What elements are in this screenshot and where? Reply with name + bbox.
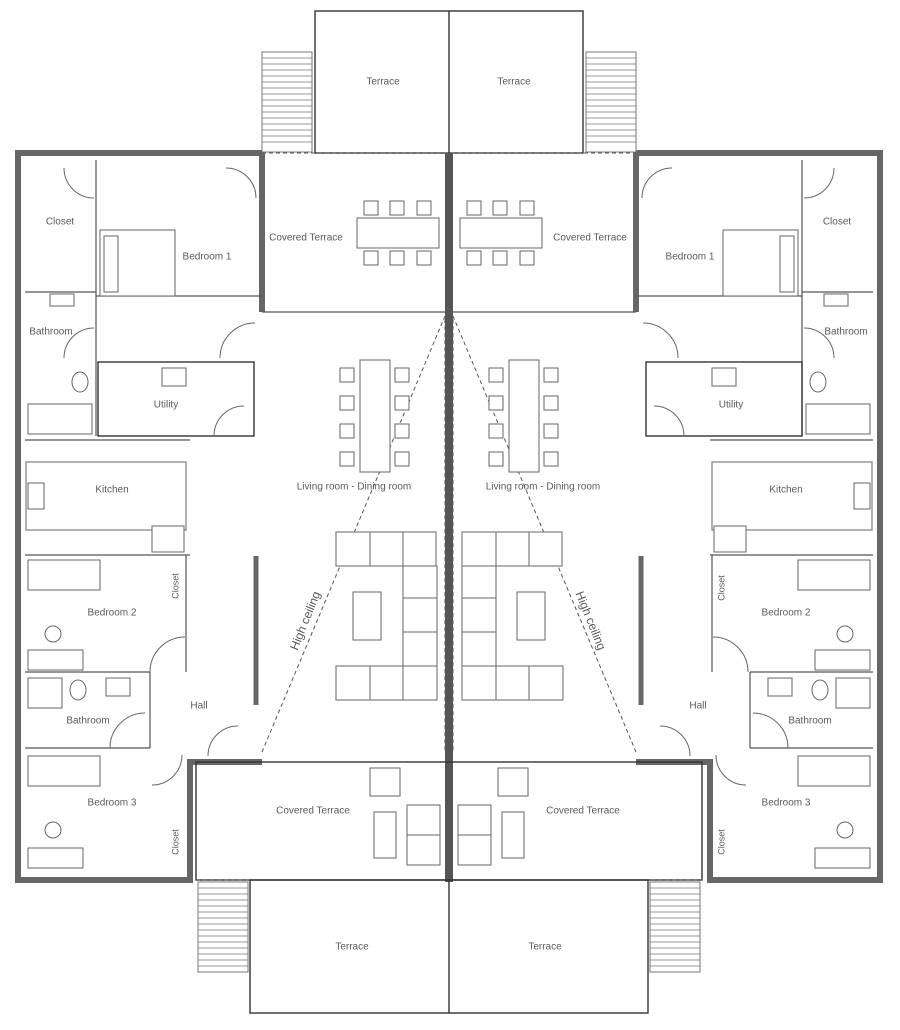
stairs-top-right	[585, 51, 637, 153]
label-terrace-top-left: Terrace	[366, 77, 400, 88]
bath-fixtures-top-left	[27, 293, 187, 435]
desk-chair-bedroom3-right	[814, 821, 871, 869]
walls	[15, 10, 883, 1014]
label-covered-terrace-top-left: Covered Terrace	[269, 233, 343, 244]
bed-bedroom2-left	[27, 559, 101, 591]
bath-fixtures-top-right	[711, 293, 871, 435]
label-terrace-bottom-left: Terrace	[335, 942, 369, 953]
label-high-ceiling-right: High ceiling	[573, 589, 609, 652]
label-closet-b2-left: Closet	[170, 573, 180, 599]
label-hall-right: Hall	[689, 701, 706, 712]
bed-bedroom2-right	[797, 559, 871, 591]
stairs-bottom-right	[649, 881, 701, 973]
label-kitchen-right: Kitchen	[769, 485, 802, 496]
bed-bedroom3-left	[27, 755, 101, 787]
label-bedroom3-left: Bedroom 3	[88, 798, 137, 809]
desk-chair-bedroom2-left	[27, 625, 84, 671]
bottom-terrace-furniture-left	[369, 767, 441, 866]
label-covered-terrace-bottom-right: Covered Terrace	[546, 806, 620, 817]
label-bedroom1-right: Bedroom 1	[666, 252, 715, 263]
label-bedroom2-right: Bedroom 2	[762, 608, 811, 619]
dining-table-right	[488, 359, 559, 473]
desk-chair-bedroom2-right	[814, 625, 871, 671]
label-bathroom-top-left: Bathroom	[29, 327, 72, 338]
bed-bedroom3-right	[797, 755, 871, 787]
label-closet-left: Closet	[46, 217, 75, 228]
label-bathroom-top-right: Bathroom	[824, 327, 867, 338]
label-closet-right: Closet	[823, 217, 852, 228]
label-closet-b2-right: Closet	[716, 575, 726, 601]
bed-bedroom1-right	[722, 229, 799, 297]
bath-fixtures-mid-right	[767, 677, 871, 709]
label-terrace-bottom-right: Terrace	[528, 942, 562, 953]
label-terrace-top-right: Terrace	[497, 77, 531, 88]
label-bathroom-mid-right: Bathroom	[788, 716, 831, 727]
kitchen-counter-right	[711, 461, 873, 553]
terrace-dining-left	[356, 200, 440, 266]
label-utility-left: Utility	[154, 400, 178, 411]
stairs-bottom-left	[197, 881, 249, 973]
label-living-left: Living room - Dining room	[297, 482, 412, 493]
label-bedroom2-left: Bedroom 2	[88, 608, 137, 619]
stairs-top-left	[261, 51, 313, 153]
label-covered-terrace-top-right: Covered Terrace	[553, 233, 627, 244]
label-closet-b3-right: Closet	[716, 829, 726, 855]
bottom-terrace-furniture-right	[457, 767, 529, 866]
desk-chair-bedroom3-left	[27, 821, 84, 869]
label-hall-left: Hall	[190, 701, 207, 712]
dining-table-left	[339, 359, 410, 473]
label-kitchen-left: Kitchen	[95, 485, 128, 496]
label-bedroom3-right: Bedroom 3	[762, 798, 811, 809]
utility-wall-left	[97, 361, 255, 437]
label-closet-b3-left: Closet	[170, 829, 180, 855]
label-living-right: Living room - Dining room	[486, 482, 601, 493]
high-ceiling-lines	[261, 315, 637, 753]
sofa-right	[461, 531, 564, 701]
terrace-dining-right	[459, 200, 543, 266]
kitchen-counter-left	[25, 461, 187, 553]
bed-bedroom1-left	[99, 229, 176, 297]
label-bathroom-mid-left: Bathroom	[66, 716, 109, 727]
label-bedroom1-left: Bedroom 1	[183, 252, 232, 263]
door-swings	[63, 167, 835, 786]
label-high-ceiling-left: High ceiling	[287, 589, 323, 652]
utility-wall-right	[645, 361, 803, 437]
bath-fixtures-mid-left	[27, 677, 131, 709]
label-covered-terrace-bottom-left: Covered Terrace	[276, 806, 350, 817]
sofa-left	[335, 531, 438, 701]
label-utility-right: Utility	[719, 400, 743, 411]
